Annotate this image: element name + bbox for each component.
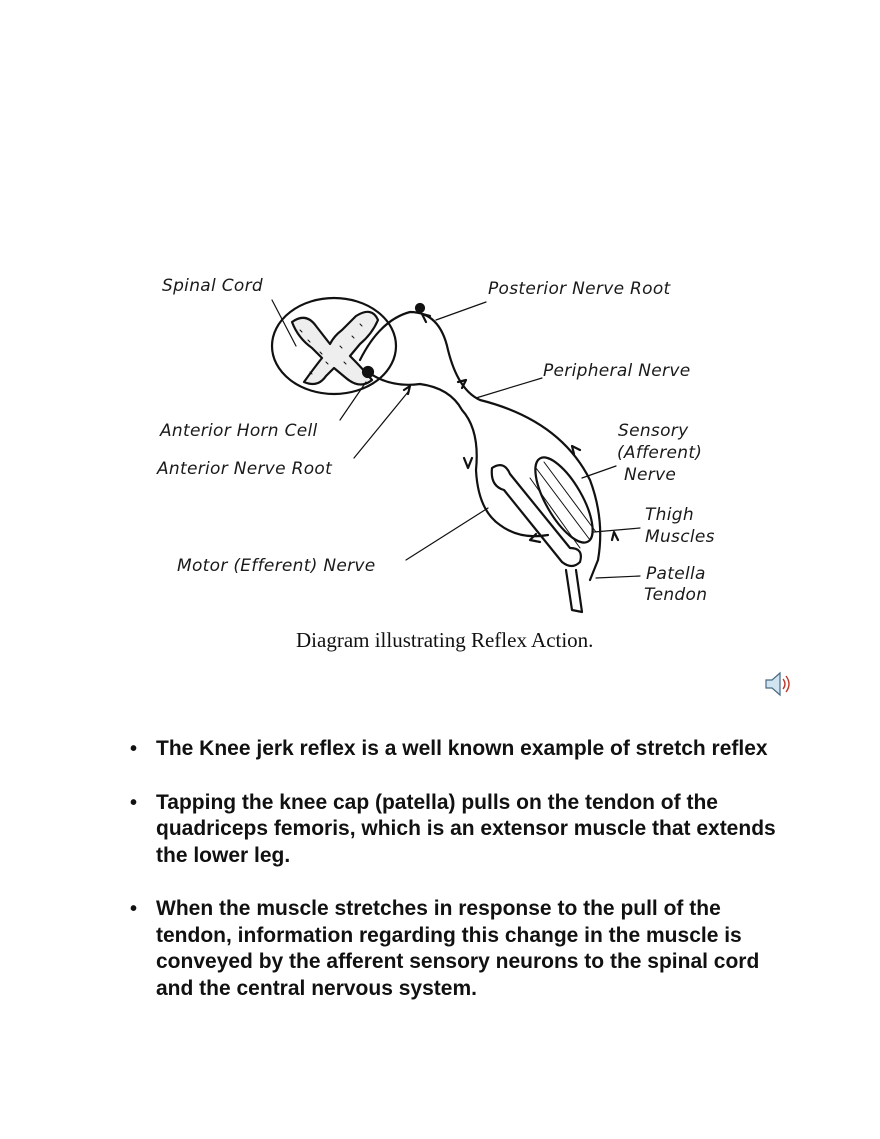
bullet-dot: • xyxy=(130,738,138,760)
sensory-nerve-path xyxy=(358,310,602,582)
bullet-text: When the muscle stretches in response to… xyxy=(156,897,760,1000)
label-tendon: Tendon xyxy=(644,585,707,605)
bullet-list: • The Knee jerk reflex is a well known e… xyxy=(130,736,790,1029)
bullet-item: • The Knee jerk reflex is a well known e… xyxy=(130,736,790,763)
bullet-text: The Knee jerk reflex is a well known exa… xyxy=(156,737,768,760)
label-thigh: Thigh xyxy=(645,505,694,525)
lower-leg-bone xyxy=(564,568,584,614)
label-sensory: Sensory xyxy=(618,421,689,441)
label-patella: Patella xyxy=(646,564,706,584)
label-anterior-horn-cell: Anterior Horn Cell xyxy=(159,421,318,441)
label-spinal-cord: Spinal Cord xyxy=(162,276,263,296)
motor-nerve-path xyxy=(366,370,550,538)
label-afferent: (Afferent) xyxy=(617,443,702,463)
reflex-action-diagram: Spinal Cord Posterior Nerve Root Periphe… xyxy=(156,276,715,652)
label-peripheral-nerve: Peripheral Nerve xyxy=(543,361,690,381)
label-motor-nerve: Motor (Efferent) Nerve xyxy=(177,556,376,576)
bullet-item: • When the muscle stretches in response … xyxy=(130,896,790,1002)
speaker-sound-icon[interactable] xyxy=(762,670,794,698)
bullet-dot: • xyxy=(130,791,138,814)
bullet-dot: • xyxy=(130,898,138,920)
spinal-cord-outline xyxy=(270,296,398,396)
grey-matter xyxy=(290,310,380,386)
label-posterior-nerve-root: Posterior Nerve Root xyxy=(488,279,672,299)
diagram-caption: Diagram illustrating Reflex Action. xyxy=(296,628,593,652)
thigh-muscle xyxy=(534,456,594,544)
label-muscles: Muscles xyxy=(645,527,715,547)
label-anterior-nerve-root: Anterior Nerve Root xyxy=(156,459,333,479)
label-nerve: Nerve xyxy=(624,465,676,485)
posterior-root-ganglion xyxy=(414,302,426,314)
thigh-bone xyxy=(490,464,582,568)
bullet-item: • Tapping the knee cap (patella) pulls o… xyxy=(130,790,790,870)
bullet-text: Tapping the knee cap (patella) pulls on … xyxy=(156,790,776,867)
